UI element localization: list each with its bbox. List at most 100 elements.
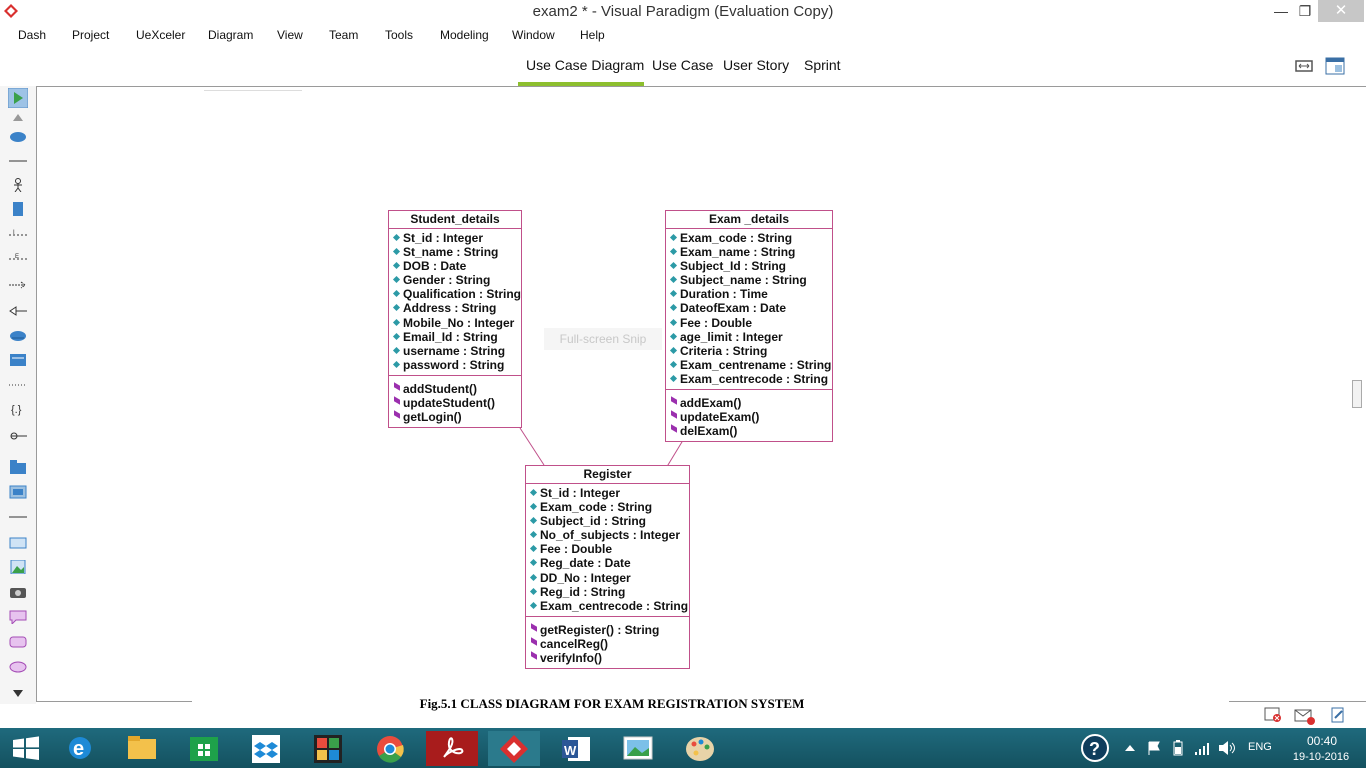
acrobat-reader-icon[interactable]: [426, 731, 478, 766]
menu-tools[interactable]: Tools: [385, 28, 414, 42]
visual-paradigm-taskbar-icon[interactable]: [488, 731, 540, 766]
attribute-row[interactable]: DD_No : Integer: [529, 571, 689, 585]
operation-row[interactable]: addStudent(): [394, 382, 521, 396]
file-explorer-icon[interactable]: [116, 731, 168, 766]
attribute-row[interactable]: Subject_name : String: [669, 273, 832, 287]
attribute-row[interactable]: Exam_code : String: [529, 500, 689, 514]
attribute-row[interactable]: Email_Id : String: [392, 330, 521, 344]
anchor-tool-icon[interactable]: [9, 429, 27, 443]
generalization-tool-icon[interactable]: [9, 304, 27, 318]
camera-tool-icon[interactable]: [9, 585, 27, 599]
attribute-row[interactable]: Address : String: [392, 301, 521, 315]
word-icon[interactable]: W: [550, 731, 602, 766]
dependency-tool-icon[interactable]: [9, 278, 27, 292]
action-center-flag-icon[interactable]: [1146, 740, 1162, 756]
menu-help[interactable]: Help: [580, 28, 605, 42]
operation-row[interactable]: delExam(): [671, 424, 832, 438]
volume-icon[interactable]: [1218, 740, 1236, 756]
fit-screen-icon[interactable]: [1294, 58, 1314, 74]
scroll-up-icon[interactable]: [9, 111, 27, 125]
error-log-icon[interactable]: [1264, 707, 1282, 723]
menu-modeling[interactable]: Modeling: [440, 28, 489, 42]
attribute-row[interactable]: No_of_subjects : Integer: [529, 528, 689, 542]
rounded-shape-tool-icon[interactable]: [9, 635, 27, 649]
attribute-row[interactable]: Qualification : String: [392, 287, 521, 301]
attribute-row[interactable]: Exam_centrecode : String: [669, 372, 832, 386]
use-case-tool-icon[interactable]: [9, 130, 27, 144]
package-tool-icon[interactable]: [9, 460, 27, 474]
image-tool-icon[interactable]: [9, 560, 27, 574]
operation-row[interactable]: verifyInfo(): [531, 651, 689, 665]
attribute-row[interactable]: Subject_id : String: [529, 514, 689, 528]
line-tool-icon[interactable]: [9, 510, 27, 524]
tab-sprint[interactable]: Sprint: [804, 57, 841, 73]
actor-tool-icon[interactable]: [9, 178, 27, 192]
selector-tool-icon[interactable]: [8, 88, 28, 108]
tab-user-story[interactable]: User Story: [723, 57, 790, 73]
menu-uexceler[interactable]: UeXceler: [136, 28, 186, 42]
puzzle-app-icon[interactable]: [302, 731, 354, 766]
tab-use-case-diagram[interactable]: Use Case Diagram: [526, 57, 645, 73]
attribute-row[interactable]: St_name : String: [392, 245, 521, 259]
operation-row[interactable]: updateExam(): [671, 410, 832, 424]
operation-row[interactable]: cancelReg(): [531, 637, 689, 651]
windows-start-icon[interactable]: [0, 728, 52, 768]
callout-tool-icon[interactable]: [9, 610, 27, 624]
clock-date[interactable]: 19-10-2016: [1292, 751, 1350, 763]
tab-use-case[interactable]: Use Case: [652, 57, 714, 73]
class-register[interactable]: Register St_id : Integer Exam_code : Str…: [525, 465, 690, 670]
attribute-row[interactable]: Reg_date : Date: [529, 556, 689, 570]
visual-paradigm-logo-icon[interactable]: [4, 4, 18, 18]
attribute-row[interactable]: Exam_name : String: [669, 245, 832, 259]
requirement-tool-icon[interactable]: [9, 353, 27, 367]
menu-team[interactable]: Team: [329, 28, 359, 42]
operation-row[interactable]: addExam(): [671, 396, 832, 410]
wifi-signal-icon[interactable]: [1194, 740, 1210, 756]
operation-row[interactable]: updateStudent(): [394, 396, 521, 410]
menu-dash[interactable]: Dash: [18, 28, 47, 42]
attribute-row[interactable]: St_id : Integer: [529, 486, 689, 500]
menu-diagram[interactable]: Diagram: [208, 28, 254, 42]
extend-tool-icon[interactable]: E: [9, 252, 27, 266]
paint-palette-icon[interactable]: [674, 731, 726, 766]
dropbox-icon[interactable]: [240, 731, 292, 766]
attribute-row[interactable]: Gender : String: [392, 273, 521, 287]
language-indicator[interactable]: ENG: [1248, 741, 1272, 753]
menu-window[interactable]: Window: [512, 28, 555, 42]
attribute-row[interactable]: password : String: [392, 358, 521, 372]
chrome-icon[interactable]: [364, 731, 416, 766]
class-student-details[interactable]: Student_details St_id : Integer St_name …: [388, 210, 522, 429]
attribute-row[interactable]: DOB : Date: [392, 259, 521, 273]
business-use-case-icon[interactable]: [9, 329, 27, 343]
attribute-row[interactable]: Exam_code : String: [669, 231, 832, 245]
rectangle-tool-icon[interactable]: [9, 536, 27, 550]
windows-store-icon[interactable]: [178, 731, 230, 766]
attribute-row[interactable]: Duration : Time: [669, 287, 832, 301]
panel-layout-icon[interactable]: [1325, 56, 1345, 76]
tray-expand-icon[interactable]: [1124, 742, 1136, 754]
separator-tool-icon[interactable]: [9, 378, 27, 392]
photo-viewer-icon[interactable]: [612, 731, 664, 766]
oval-tool-icon[interactable]: [9, 660, 27, 674]
class-exam-details[interactable]: Exam _details Exam_code : String Exam_na…: [665, 210, 833, 443]
attribute-row[interactable]: Exam_centrecode : String: [529, 599, 689, 613]
attribute-row[interactable]: St_id : Integer: [392, 231, 521, 245]
attribute-row[interactable]: age_limit : Integer: [669, 330, 832, 344]
menu-view[interactable]: View: [277, 28, 303, 42]
internet-explorer-icon[interactable]: e: [54, 731, 106, 766]
constraint-tool-icon[interactable]: {.}: [9, 402, 27, 416]
maximize-button[interactable]: ❐: [1298, 3, 1312, 19]
messages-icon[interactable]: [1294, 708, 1316, 726]
help-icon[interactable]: ?: [1080, 733, 1110, 763]
close-button[interactable]: ✕: [1318, 0, 1364, 22]
attribute-row[interactable]: Criteria : String: [669, 344, 832, 358]
scroll-down-icon[interactable]: [9, 686, 27, 700]
association-tool-icon[interactable]: [9, 154, 27, 168]
model-tool-icon[interactable]: [9, 485, 27, 499]
note-tool-icon[interactable]: [9, 202, 27, 216]
attribute-row[interactable]: Fee : Double: [669, 316, 832, 330]
minimize-button[interactable]: —: [1274, 3, 1288, 19]
attribute-row[interactable]: username : String: [392, 344, 521, 358]
panel-splitter-handle[interactable]: [1352, 380, 1362, 408]
menu-project[interactable]: Project: [72, 28, 110, 42]
